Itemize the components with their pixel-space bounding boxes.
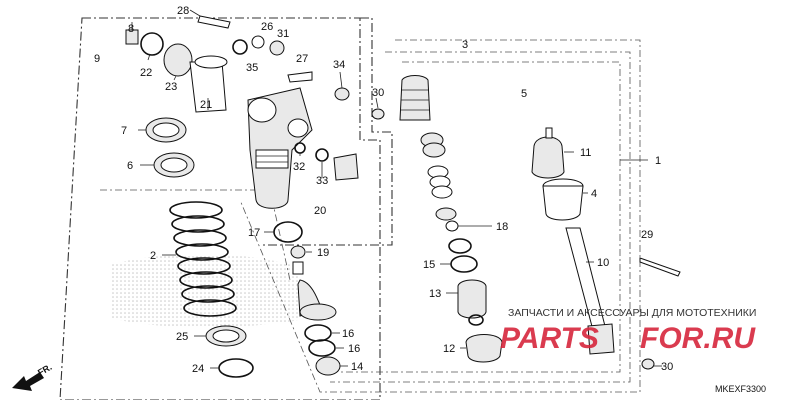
- rod-end: [587, 323, 615, 355]
- frame-5: [340, 61, 621, 373]
- callout-15: 15: [423, 259, 435, 271]
- callout-16-a: 16: [342, 328, 354, 340]
- callout-labels: 28 26 31 8 9 22 35 27 34 23 30 21 7 32 6…: [94, 5, 673, 375]
- adjuster-20: [333, 153, 359, 181]
- seal-case: [299, 303, 337, 321]
- bump-rubber-11: [531, 136, 565, 179]
- callout-25: 25: [176, 331, 188, 343]
- callout-27: 27: [296, 53, 308, 65]
- stopper-plate-12: [465, 334, 503, 363]
- callout-28: 28: [177, 5, 189, 17]
- callout-10: 10: [597, 257, 609, 269]
- watermark-tagline: ЗАПЧАСТИ И АКСЕССУАРЫ ДЛЯ МОТОТЕХНИКИ: [508, 307, 756, 319]
- body-ribbed-section: [255, 149, 289, 169]
- callout-7: 7: [121, 125, 127, 137]
- callout-29: 29: [641, 229, 653, 241]
- watermark: ЗАПЧАСТИ И АКСЕССУАРЫ ДЛЯ МОТОТЕХНИКИ PA…: [500, 307, 756, 355]
- callout-21: 21: [200, 99, 212, 111]
- callout-6: 6: [127, 160, 133, 172]
- callout-31: 31: [277, 28, 289, 40]
- callout-2: 2: [150, 250, 156, 262]
- callout-32: 32: [293, 161, 305, 173]
- reservoir-port: [287, 118, 309, 138]
- callout-16-b: 16: [348, 343, 360, 355]
- callout-35: 35: [246, 62, 258, 74]
- leader-lines: [131, 9, 662, 369]
- o-ring-16a: [304, 324, 332, 342]
- o-ring-32: [294, 142, 306, 154]
- dotted-background-logo: [110, 254, 300, 328]
- callout-14: 14: [351, 361, 363, 373]
- stopper-ring-24: [218, 358, 254, 378]
- callout-1: 1: [655, 155, 661, 167]
- callout-13: 13: [429, 288, 441, 300]
- o-ring-17: [273, 221, 303, 243]
- bushing-14: [315, 356, 341, 376]
- callout-17: 17: [248, 227, 260, 239]
- callout-18: 18: [496, 221, 508, 233]
- callout-24: 24: [192, 363, 204, 375]
- callout-4: 4: [591, 188, 597, 200]
- bump-stop-upper: [399, 75, 431, 121]
- o-ring-16b: [308, 339, 336, 357]
- center-shaft-parts: [273, 221, 341, 376]
- body-eye: [247, 97, 277, 123]
- nut-34: [334, 87, 350, 101]
- callout-22: 22: [140, 67, 152, 79]
- watermark-brand-left: PARTS: [500, 322, 599, 355]
- front-direction-indicator: FR.: [12, 362, 54, 391]
- watermark-brand-right: FOR.RU: [640, 322, 756, 355]
- spring-2: [169, 201, 237, 317]
- callout-34: 34: [333, 59, 345, 71]
- o-ring-15: [450, 255, 478, 273]
- damper-body-assembly: [247, 87, 313, 209]
- frame-3: [330, 51, 631, 383]
- collar-18: [445, 220, 459, 232]
- spring-adjust-rings: [145, 117, 195, 178]
- front-arrow-icon: [12, 372, 44, 391]
- callout-3: 3: [462, 39, 468, 51]
- callout-20: 20: [314, 205, 326, 217]
- frame-1: [239, 39, 641, 393]
- callout-26: 26: [261, 21, 273, 33]
- cap-8: [125, 29, 139, 45]
- bolt-29: [639, 257, 681, 277]
- callout-23: 23: [165, 81, 177, 93]
- bump-cap-23: [163, 43, 193, 77]
- bolt-28: [197, 15, 231, 29]
- nut-30-top: [371, 108, 385, 120]
- frame-20: [260, 17, 393, 246]
- washer-35: [232, 39, 248, 55]
- nut-31: [269, 40, 285, 56]
- nut-19: [290, 245, 306, 259]
- nut-30-bottom: [641, 358, 655, 370]
- front-label: FR.: [36, 362, 54, 378]
- o-ring-22: [140, 32, 164, 56]
- callout-12: 12: [443, 343, 455, 355]
- bump-rubber-13: [457, 279, 487, 319]
- upper-small-parts: [125, 15, 385, 181]
- diagram-code: MKEXF3300: [715, 384, 766, 394]
- callout-11: 11: [580, 147, 591, 159]
- right-rod-assembly: [531, 127, 681, 370]
- collar-26: [251, 35, 265, 49]
- label-27: [287, 71, 313, 83]
- piston-rod-assembly: [399, 75, 503, 363]
- callout-9: 9: [94, 53, 100, 65]
- piston: [435, 207, 457, 221]
- callout-5: 5: [521, 88, 527, 100]
- callout-30-bottom: 30: [661, 361, 673, 373]
- callout-30-top: 30: [372, 87, 384, 99]
- o-ring-33: [315, 148, 329, 162]
- callout-19: 19: [317, 247, 329, 259]
- callout-8: 8: [128, 23, 134, 35]
- callout-33: 33: [316, 175, 328, 187]
